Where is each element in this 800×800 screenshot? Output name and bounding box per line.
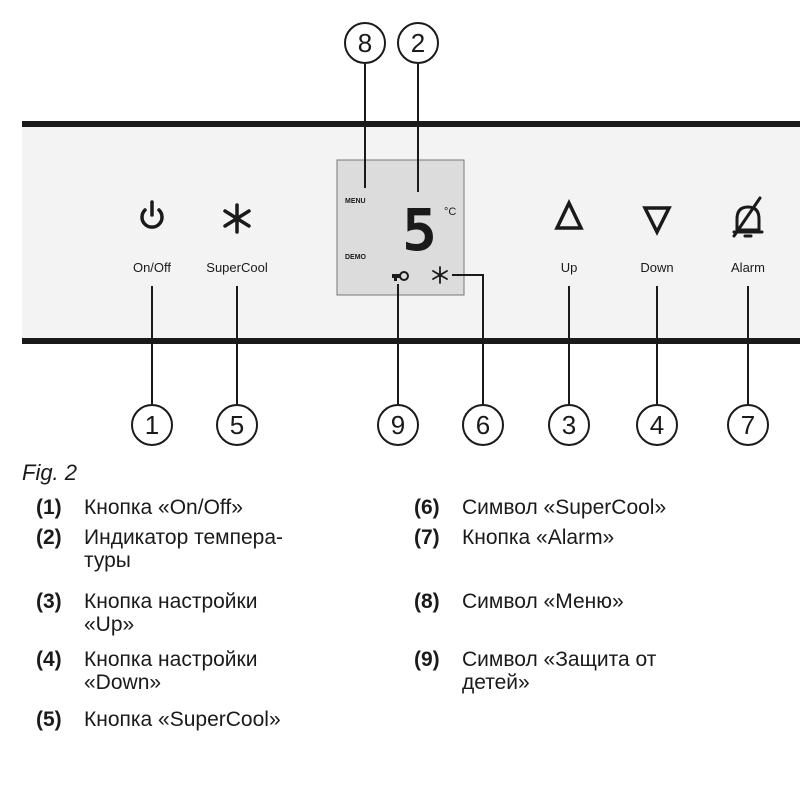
display-demo-label: DEMO bbox=[345, 254, 367, 261]
callout-6: 6 bbox=[462, 404, 504, 446]
display-unit: °C bbox=[444, 206, 456, 218]
up-label: Up bbox=[561, 260, 578, 275]
legend-text: Кнопка настройки «Up» bbox=[84, 590, 258, 636]
down-label: Down bbox=[640, 260, 673, 275]
display-temperature: 5 bbox=[402, 196, 437, 264]
legend-num: (7) bbox=[414, 526, 440, 549]
legend-text: Кнопка «Alarm» bbox=[462, 526, 615, 549]
legend-num: (3) bbox=[36, 590, 62, 613]
bell-off-icon bbox=[732, 196, 764, 238]
supercool-button[interactable]: SuperCool bbox=[206, 203, 268, 275]
power-icon bbox=[140, 200, 164, 229]
callout-2: 2 bbox=[397, 22, 439, 64]
leader-lines bbox=[151, 64, 749, 404]
alarm-button[interactable]: Alarm bbox=[731, 196, 765, 275]
legend-text: Кнопка настройки «Down» bbox=[84, 648, 258, 694]
legend-num: (4) bbox=[36, 648, 62, 671]
legend-num: (5) bbox=[36, 708, 62, 731]
figure-caption: Fig. 2 bbox=[22, 460, 78, 485]
legend-item-6: (6) Символ «SuperCool» bbox=[414, 496, 754, 519]
snowflake-icon bbox=[223, 203, 251, 234]
legend-item-1: (1) Кнопка «On/Off» bbox=[36, 496, 376, 519]
legend-item-9: (9) Символ «Защита от детей» bbox=[414, 648, 754, 694]
callout-9: 9 bbox=[377, 404, 419, 446]
up-button[interactable]: Up bbox=[554, 198, 584, 275]
svg-text:3: 3 bbox=[562, 410, 576, 440]
onoff-label: On/Off bbox=[133, 260, 171, 275]
down-button[interactable]: Down bbox=[640, 206, 674, 275]
svg-text:4: 4 bbox=[650, 410, 664, 440]
legend-text: Символ «SuperCool» bbox=[462, 496, 667, 519]
legend-text: Кнопка «SuperCool» bbox=[84, 708, 281, 731]
alarm-label: Alarm bbox=[731, 260, 765, 275]
control-panel-diagram: MENU DEMO 5 °C On/Off SuperCool bbox=[22, 22, 800, 446]
temperature-display: MENU DEMO 5 °C bbox=[336, 159, 465, 296]
display-snowflake-icon bbox=[432, 266, 448, 284]
legend-item-4: (4) Кнопка настройки «Down» bbox=[36, 648, 376, 694]
legend-text: Символ «Меню» bbox=[462, 590, 624, 613]
key-icon bbox=[392, 271, 409, 281]
svg-text:1: 1 bbox=[145, 410, 159, 440]
callout-8: 8 bbox=[344, 22, 386, 64]
panel-bottom-edge bbox=[22, 338, 800, 344]
onoff-button[interactable]: On/Off bbox=[133, 200, 171, 275]
legend-item-7: (7) Кнопка «Alarm» bbox=[414, 526, 754, 549]
svg-text:2: 2 bbox=[411, 28, 425, 58]
legend-item-3: (3) Кнопка настройки «Up» bbox=[36, 590, 376, 636]
legend-item-5: (5) Кнопка «SuperCool» bbox=[36, 708, 376, 731]
legend-num: (8) bbox=[414, 590, 440, 613]
svg-text:9: 9 bbox=[391, 410, 405, 440]
legend-text: Символ «Защита от детей» bbox=[462, 648, 657, 694]
legend-num: (1) bbox=[36, 496, 62, 519]
legend-num: (6) bbox=[414, 496, 440, 519]
callout-3: 3 bbox=[548, 404, 590, 446]
svg-text:7: 7 bbox=[741, 410, 755, 440]
panel-top-edge bbox=[22, 121, 800, 127]
triangle-down-icon bbox=[642, 206, 672, 236]
legend-num: (9) bbox=[414, 648, 440, 671]
svg-text:8: 8 bbox=[358, 28, 372, 58]
display-menu-label: MENU bbox=[345, 198, 366, 205]
supercool-label: SuperCool bbox=[206, 260, 268, 275]
legend-text: Индикатор темпера- туры bbox=[84, 526, 284, 572]
legend-item-2: (2) Индикатор темпера- туры bbox=[36, 526, 376, 572]
triangle-up-icon bbox=[554, 198, 584, 230]
legend-text: Кнопка «On/Off» bbox=[84, 496, 243, 519]
svg-text:5: 5 bbox=[230, 410, 244, 440]
callout-5: 5 bbox=[216, 404, 258, 446]
legend-item-8: (8) Символ «Меню» bbox=[414, 590, 754, 613]
svg-text:6: 6 bbox=[476, 410, 490, 440]
callout-4: 4 bbox=[636, 404, 678, 446]
legend-num: (2) bbox=[36, 526, 62, 549]
callout-1: 1 bbox=[131, 404, 173, 446]
callout-7: 7 bbox=[727, 404, 769, 446]
